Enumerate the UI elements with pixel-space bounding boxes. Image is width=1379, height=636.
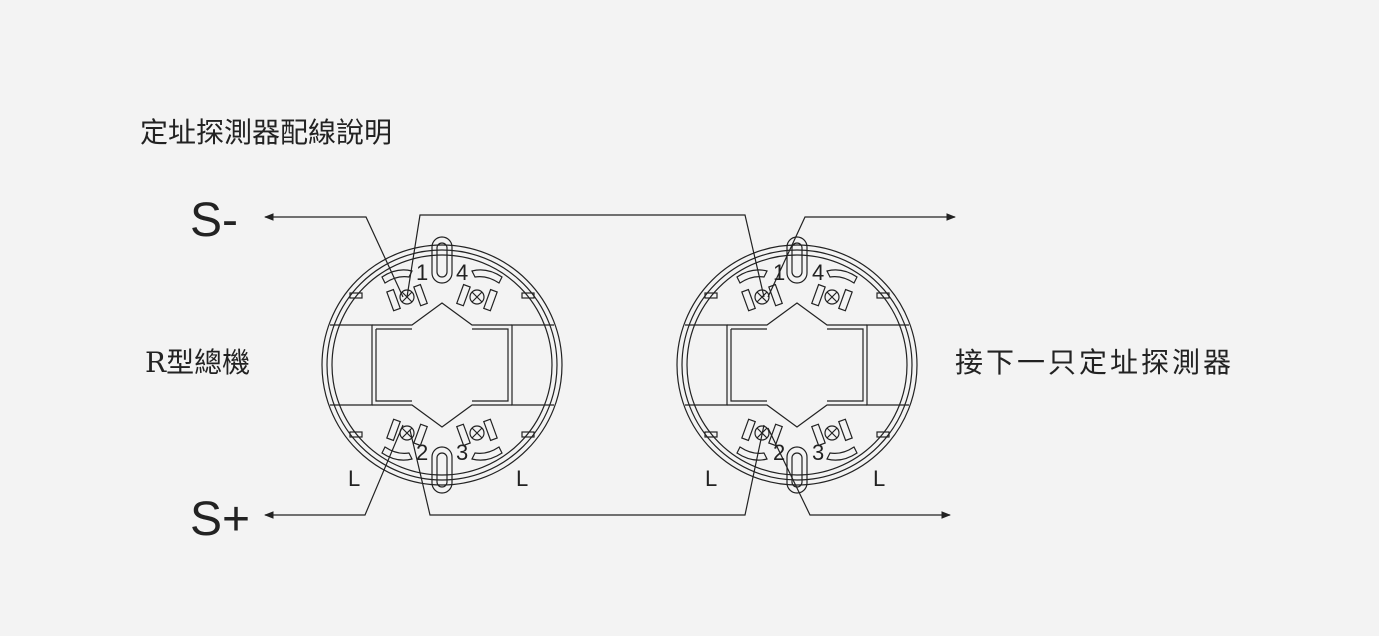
terminal-3-label: 3 [456,440,468,465]
l-label: L [705,466,717,491]
panel-label: R型總機 [145,346,250,379]
terminal-2-label: 2 [416,440,428,465]
terminal-4-label: 4 [456,260,468,285]
l-label: L [873,466,885,491]
next-detector-label: 接下一只定址探測器 [955,346,1234,379]
wires [264,213,956,519]
terminal-4-label: 4 [812,260,824,285]
l-label: L [348,466,360,491]
wire-s-plus-in [264,424,404,519]
terminal-3-label: 3 [812,440,824,465]
wire-s-minus-out [767,213,956,298]
wire-s-minus-link [406,214,765,298]
detector-base-left: 1 4 2 3 L L [322,237,562,493]
s-plus-label: S+ [190,493,250,546]
s-minus-label: S- [190,194,238,247]
l-label: L [516,466,528,491]
terminal-1-label: 1 [416,260,428,285]
diagram-title: 定址探測器配線說明 [140,116,392,149]
wire-s-plus-link [409,424,765,516]
wire-s-minus-in [264,213,404,298]
detector-base-right: 1 4 2 3 L L [677,237,917,493]
wire-s-plus-out [767,427,951,519]
